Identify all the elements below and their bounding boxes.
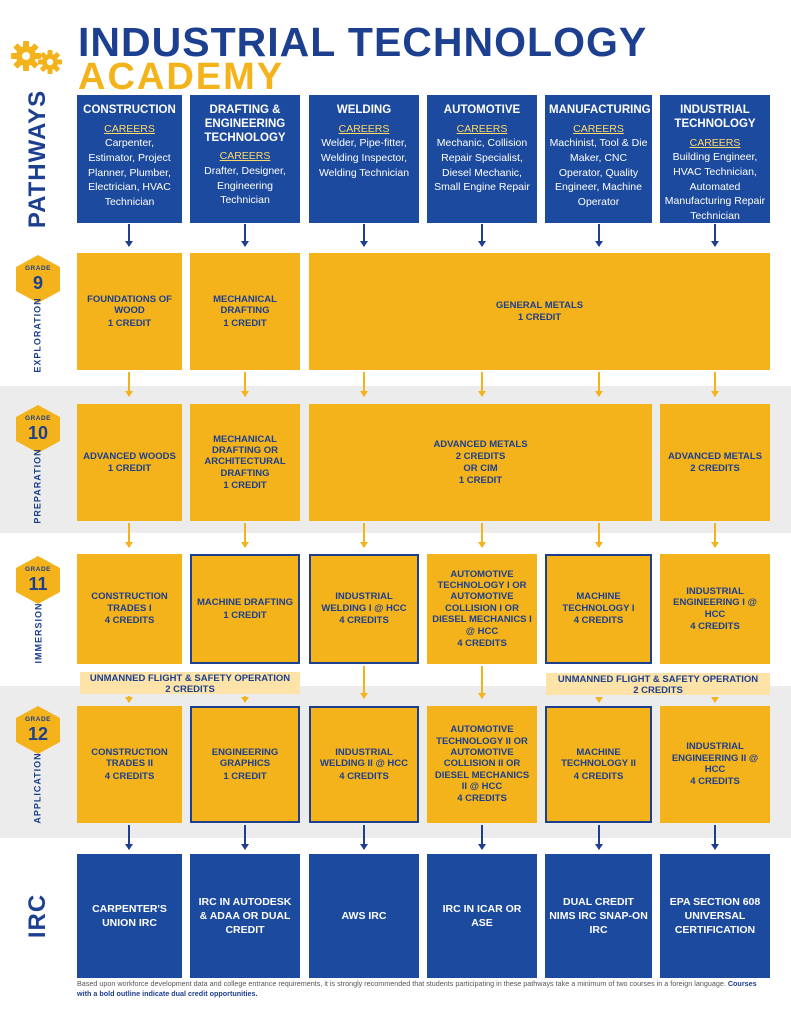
pathways-label: PATHWAYS bbox=[24, 89, 51, 229]
pathway-welding: WELDING CAREERS Welder, Pipe-fitter, Wel… bbox=[309, 95, 419, 223]
irc-dual-credit-nims: DUAL CREDIT NIMS IRC SNAP-ON IRC bbox=[545, 854, 652, 978]
page-subtitle: ACADEMY bbox=[78, 56, 285, 98]
arrow-down bbox=[363, 666, 365, 698]
arrow-down bbox=[714, 224, 716, 246]
irc-autodesk-adaa: IRC IN AUTODESK & ADAA OR DUAL CREDIT bbox=[190, 854, 300, 978]
footer-dual-credit-note: Courses with a bold outline indicate dua… bbox=[77, 979, 757, 998]
irc-epa-section-608: EPA SECTION 608 UNIVERSAL CERTIFICATION bbox=[660, 854, 770, 978]
grade9-stage-label: EXPLORATION bbox=[33, 297, 43, 373]
arrow-down bbox=[598, 825, 600, 849]
arrow-down bbox=[481, 372, 483, 396]
arrow-down bbox=[598, 224, 600, 246]
pathway-manufacturing: MANUFACTURING CAREERS Machinist, Tool & … bbox=[545, 95, 652, 223]
arrow-down bbox=[128, 224, 130, 246]
arrow-down bbox=[598, 372, 600, 396]
gears-icon bbox=[11, 41, 62, 74]
arrow-down bbox=[363, 372, 365, 396]
arrow-down bbox=[481, 523, 483, 547]
pathway-drafting: DRAFTING & ENGINEERING TECHNOLOGY CAREER… bbox=[190, 95, 300, 223]
pathway-industrial-technology: INDUSTRIAL TECHNOLOGY CAREERS Building E… bbox=[660, 95, 770, 223]
footer-note: Based upon workforce development data an… bbox=[77, 979, 757, 998]
pathway-automotive: AUTOMOTIVE CAREERS Mechanic, Collision R… bbox=[427, 95, 537, 223]
arrow-down bbox=[481, 666, 483, 698]
arrow-down bbox=[714, 825, 716, 849]
grade10-stage-label: PREPARATION bbox=[33, 448, 44, 524]
arrow-down bbox=[244, 696, 246, 702]
arrow-down bbox=[128, 372, 130, 396]
arrow-down bbox=[481, 825, 483, 849]
arrow-down bbox=[598, 697, 600, 702]
arrow-down bbox=[363, 224, 365, 246]
irc-label: IRC bbox=[24, 893, 51, 939]
footer-text: Based upon workforce development data an… bbox=[77, 979, 726, 988]
arrow-down bbox=[244, 372, 246, 396]
irc-aws: AWS IRC bbox=[309, 854, 419, 978]
arrow-down bbox=[244, 224, 246, 246]
arrow-down bbox=[128, 825, 130, 849]
course-automotive-technology-1: AUTOMOTIVE TECHNOLOGY I OR AUTOMOTIVE CO… bbox=[427, 554, 537, 664]
page-title: INDUSTRIAL TECHNOLOGY bbox=[78, 19, 648, 65]
arrow-down bbox=[598, 523, 600, 547]
course-automotive-technology-2: AUTOMOTIVE TECHNOLOGY II OR AUTOMOTIVE C… bbox=[427, 706, 537, 823]
arrow-down bbox=[714, 523, 716, 547]
pathway-construction: CONSTRUCTION CAREERS Carpenter, Estimato… bbox=[77, 95, 182, 223]
grade11-stage-label: IMMERSION bbox=[33, 602, 44, 664]
irc-carpenters-union: CARPENTER'S UNION IRC bbox=[77, 854, 182, 978]
arrow-down bbox=[363, 523, 365, 547]
arrow-down bbox=[481, 224, 483, 246]
arrow-down bbox=[363, 825, 365, 849]
arrow-down bbox=[714, 372, 716, 396]
arrow-down bbox=[244, 523, 246, 547]
irc-icar-ase: IRC IN ICAR OR ASE bbox=[427, 854, 537, 978]
grade12-stage-label: APPLICATION bbox=[33, 752, 43, 824]
arrow-down bbox=[244, 825, 246, 849]
arrow-down bbox=[128, 696, 130, 702]
arrow-down bbox=[714, 697, 716, 702]
course-mechanical-or-architectural-drafting: MECHANICAL DRAFTING OR ARCHITECTURAL DRA… bbox=[190, 404, 300, 521]
arrow-down bbox=[128, 523, 130, 547]
